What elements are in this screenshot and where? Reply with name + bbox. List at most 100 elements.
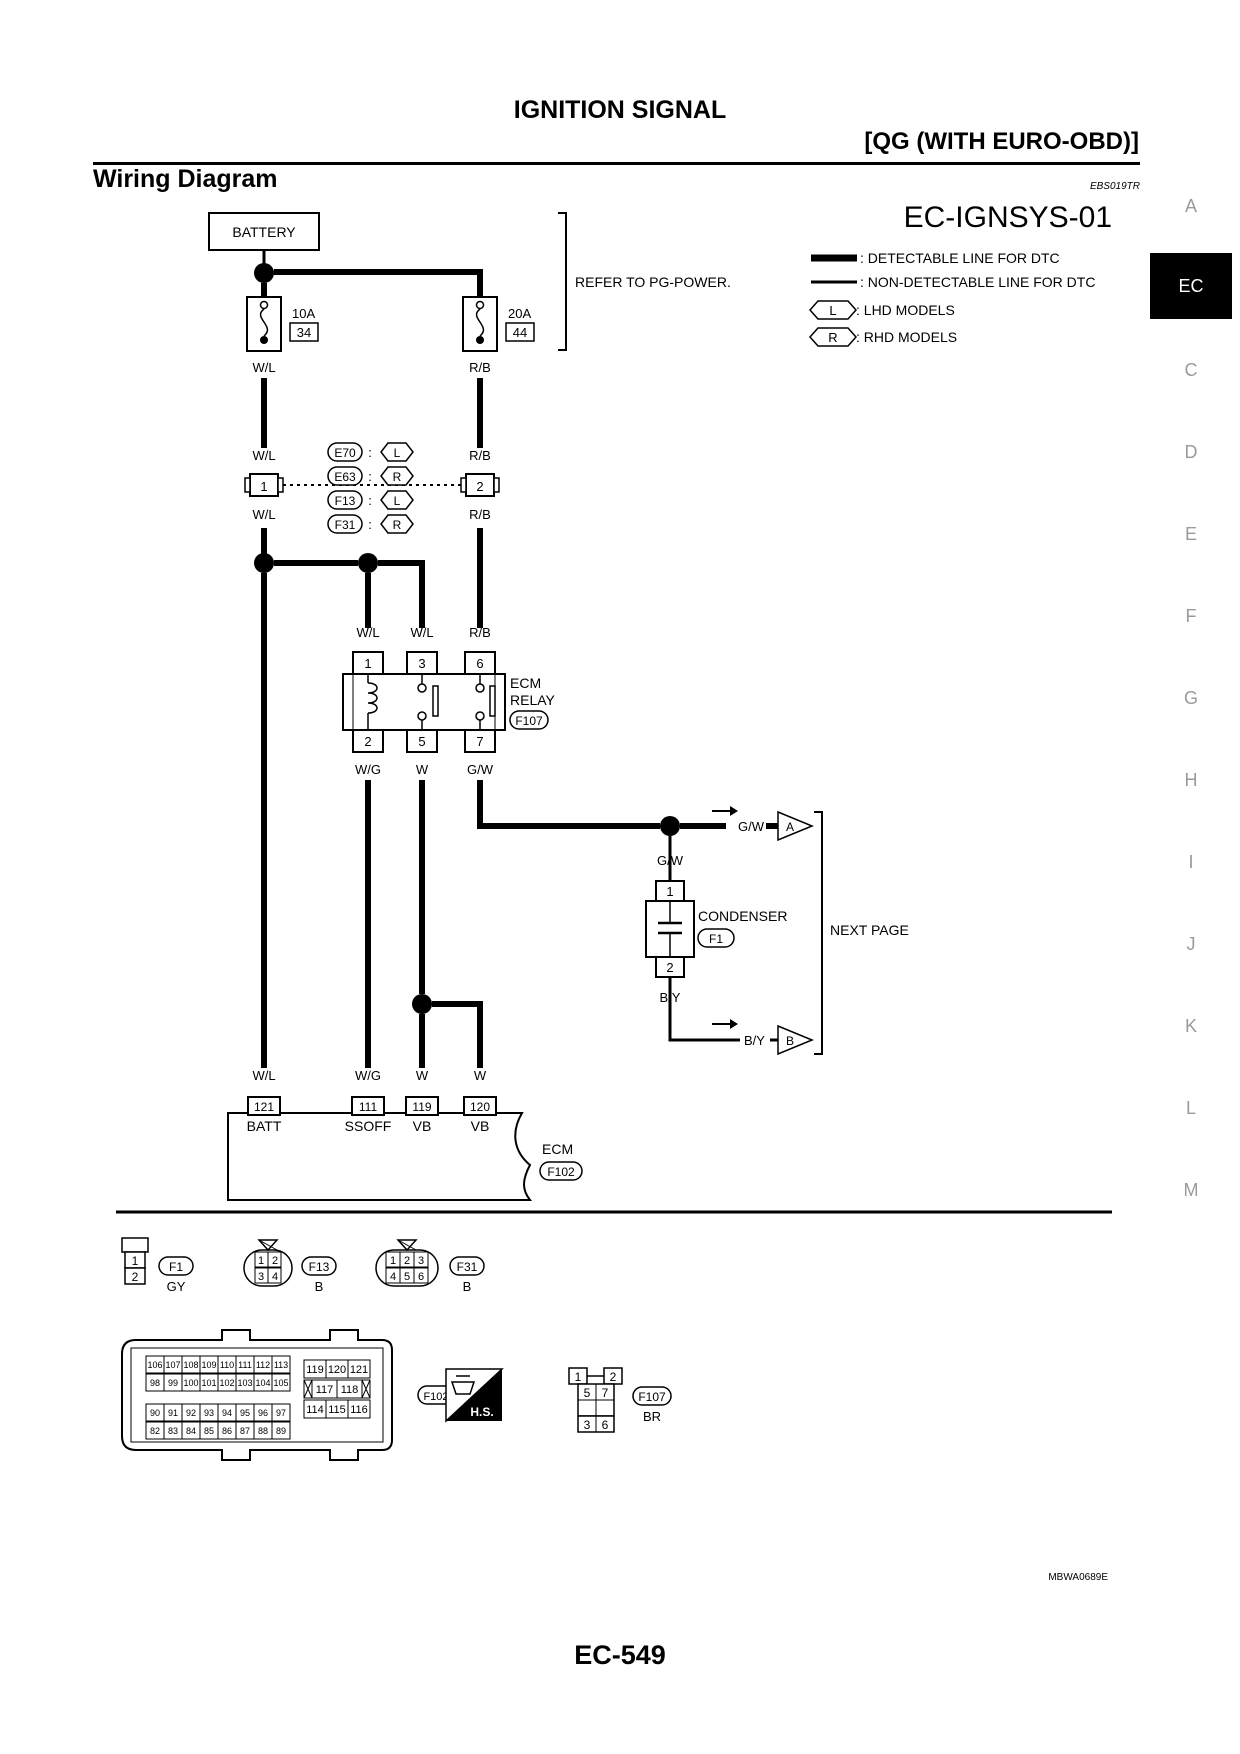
f102-pin-label: 109: [201, 1360, 216, 1370]
f102-pin-label: 82: [150, 1426, 160, 1436]
side-tab-e[interactable]: E: [1184, 524, 1197, 544]
f102-pin-label: 91: [168, 1408, 178, 1418]
condenser: 1 2 CONDENSER F1: [645, 880, 787, 978]
harness-code-f13: F13: [335, 494, 356, 508]
fuse-34-wire: W/L: [252, 360, 275, 375]
f31-pin-6: 6: [418, 1271, 424, 1283]
section-title: Wiring Diagram: [93, 165, 278, 193]
f102-pin-cell: [271, 1421, 291, 1440]
f107-pin-5: 5: [584, 1386, 591, 1400]
f1-pin-2: 2: [132, 1270, 139, 1284]
battery-label: BATTERY: [232, 224, 296, 240]
f107-code: F107: [638, 1390, 666, 1404]
wire-by-next: B/Y: [744, 1033, 765, 1048]
relay-wire-gw: G/W: [467, 762, 494, 777]
side-tab-c[interactable]: C: [1184, 360, 1198, 380]
f107-pin-1: 1: [575, 1370, 582, 1384]
next-page-label: NEXT PAGE: [830, 922, 909, 938]
side-tab-l[interactable]: L: [1185, 1098, 1196, 1118]
side-tab-m[interactable]: M: [1183, 1180, 1199, 1200]
f13-pin-1: 1: [258, 1255, 264, 1267]
relay-pin-2: 2: [364, 734, 371, 749]
relay-pin-3: 3: [418, 656, 425, 671]
condenser-pin-1: 1: [666, 884, 673, 899]
refer-note: REFER TO PG-POWER.: [575, 274, 731, 290]
page-number: EC-549: [574, 1640, 666, 1670]
relay-pin-5: 5: [418, 734, 425, 749]
fuse-34: 10A 34: [246, 296, 319, 352]
side-tab-j[interactable]: J: [1186, 934, 1196, 954]
next-page-bracket: [814, 811, 823, 1055]
f102-pin-label: 118: [341, 1384, 359, 1396]
battery: BATTERY: [208, 212, 320, 251]
side-tab-g[interactable]: G: [1183, 688, 1198, 708]
f102-pin-label: 101: [201, 1378, 216, 1388]
f31-code: F31: [457, 1260, 478, 1274]
legend-non-detectable: : NON-DETECTABLE LINE FOR DTC: [860, 274, 1095, 290]
f102-pin-label: 88: [258, 1426, 268, 1436]
ecm-wire-wl: W/L: [252, 1068, 275, 1083]
ecm-pin-120: 120: [470, 1100, 490, 1114]
f102-pin-label: 86: [222, 1426, 232, 1436]
ecm-relay: 1 3 6 2 5 7 ECM RELAY F107: [342, 651, 556, 753]
f102-pin-label: 98: [150, 1378, 160, 1388]
side-tab-k[interactable]: K: [1184, 1016, 1197, 1036]
harness-pin-2: 2: [476, 479, 483, 494]
hand-icon: [450, 1381, 476, 1395]
f102-pin-label: 87: [240, 1426, 250, 1436]
f102-pin-label: 111: [238, 1360, 252, 1370]
condenser-wire-gw: G/W: [657, 853, 684, 868]
splice-battery: [254, 263, 274, 283]
side-tab-d[interactable]: D: [1184, 442, 1198, 462]
side-tab-i[interactable]: I: [1188, 852, 1194, 872]
f102-pin-label: 108: [183, 1360, 198, 1370]
wire-gw-next: G/W: [738, 819, 765, 834]
svg-text::: :: [368, 445, 372, 460]
ecm-pin-119: 119: [412, 1100, 431, 1114]
harness-code-e70: E70: [334, 446, 356, 460]
side-tab-a[interactable]: A: [1184, 196, 1197, 216]
side-tab-ec[interactable]: EC: [1150, 253, 1232, 319]
relay-wire-wl-3: W/L: [410, 625, 433, 640]
f13-pin-4: 4: [272, 1271, 278, 1283]
harness-model-f13: L: [394, 494, 401, 508]
harness-code-e63: E63: [334, 470, 356, 484]
f102-pin-label: 114: [306, 1404, 324, 1416]
f102-pin-label: 120: [328, 1364, 346, 1376]
f31-pin-1: 1: [390, 1255, 396, 1267]
ecm-signal-ssoff: SSOFF: [345, 1118, 392, 1134]
f31-pin-3: 3: [418, 1255, 424, 1267]
f102-pin-label: 106: [147, 1360, 162, 1370]
ecm-wire-w-2: W: [474, 1068, 487, 1083]
ecm-connector: F102: [547, 1165, 575, 1179]
relay-name-1: ECM: [510, 675, 541, 691]
f102-pin-cell: [271, 1355, 291, 1374]
f107-pin-3: 3: [584, 1418, 591, 1432]
f102-pin-label: 85: [204, 1426, 214, 1436]
relay-pin-7: 7: [476, 734, 483, 749]
f1-code: F1: [169, 1260, 183, 1274]
fuse-34-number: 34: [297, 325, 311, 340]
condenser-connector: F1: [709, 932, 723, 946]
next-page-arrow-a: A: [786, 820, 794, 834]
relay-wire-wl-1: W/L: [356, 625, 379, 640]
svg-text::: :: [368, 493, 372, 508]
f102-pin-cell: [347, 1359, 371, 1379]
harness-code-list: E70 : L E63 : R F13 : L F31 : R: [327, 442, 414, 534]
splice-wl-2: [358, 553, 378, 573]
wire-label-rb-1: R/B: [469, 448, 491, 463]
legend-detectable: : DETECTABLE LINE FOR DTC: [860, 250, 1060, 266]
side-tab-h[interactable]: H: [1184, 770, 1198, 790]
legend-lhd: : LHD MODELS: [856, 302, 955, 318]
f13-code: F13: [309, 1260, 330, 1274]
fuse-34-amps: 10A: [292, 306, 315, 321]
f102-pin-label: 84: [186, 1426, 196, 1436]
side-tab-f[interactable]: F: [1185, 606, 1197, 626]
page-subtitle: [QG (WITH EURO-OBD)]: [864, 128, 1139, 155]
relay-wire-wg: W/G: [355, 762, 381, 777]
harness-connector: 1 2: [244, 473, 500, 497]
f102-blank-mark: [361, 1379, 371, 1399]
